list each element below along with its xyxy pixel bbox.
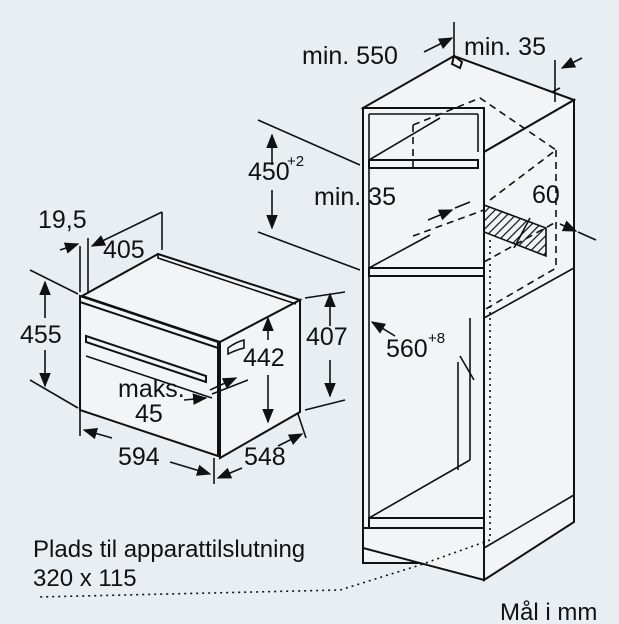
label-450: 450 (248, 158, 290, 186)
dimension-lines (29, 22, 597, 484)
oven-side (219, 298, 301, 460)
label-60: 60 (532, 181, 560, 209)
connection-space-text: Plads til apparattilslutning (33, 536, 305, 563)
label-min-35-top: min. 35 (464, 33, 546, 61)
connection-space-leader (37, 240, 491, 598)
label-450-tolerance: +2 (287, 153, 304, 170)
label-19-5: 19,5 (38, 206, 87, 234)
cabinet-top-notch (450, 54, 464, 70)
oven (79, 252, 303, 460)
cabinet (37, 54, 577, 598)
label-407: 407 (306, 323, 348, 351)
label-442: 442 (243, 344, 285, 372)
oven-latch (227, 338, 245, 356)
ventilation-hatch (483, 203, 547, 258)
dimension-labels: min. 550 min. 35 450 +2 min. 35 60 560 +… (20, 33, 597, 624)
label-min-550: min. 550 (302, 42, 398, 70)
label-594: 594 (118, 443, 160, 471)
middle-shelf (368, 267, 485, 277)
label-min-35-inner: min. 35 (314, 183, 396, 211)
label-455: 455 (20, 321, 62, 349)
cabinet-plinth (362, 527, 485, 582)
label-548: 548 (244, 443, 286, 471)
connection-space-size: 320 x 115 (33, 565, 137, 592)
upper-shelf (368, 159, 479, 169)
label-maks: maks. (118, 375, 185, 403)
units-note: Mål i mm (500, 599, 597, 624)
label-560-tolerance: +8 (428, 330, 445, 347)
label-560: 560 (386, 335, 428, 363)
bottom-shelf (368, 517, 485, 529)
label-405: 405 (103, 236, 145, 264)
oven-front-lip (79, 294, 219, 350)
label-maks-45: 45 (135, 400, 163, 428)
cabinet-side (483, 98, 575, 582)
oven-handle (85, 334, 207, 384)
